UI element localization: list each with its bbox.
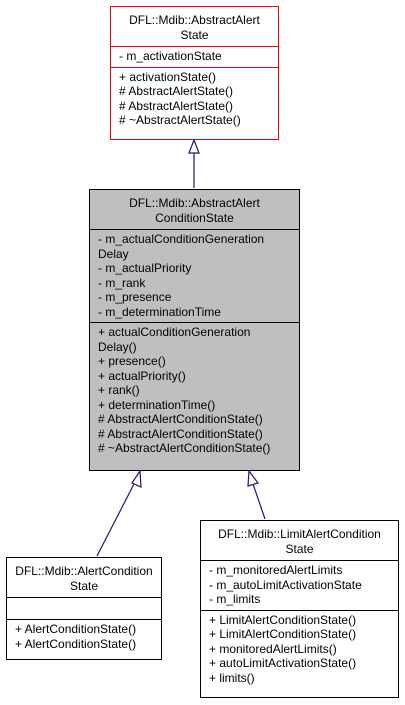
edge-alert-condition-to-base — [96, 483, 135, 557]
method: + monitoredAlertLimits() — [209, 641, 337, 656]
method: # ~AbstractAlertState() — [119, 113, 241, 127]
attributes-section: - m_actualConditionGeneration Delay - m_… — [90, 229, 299, 322]
method: + LimitAlertConditionState() — [209, 612, 357, 627]
attribute: - m_activationState — [119, 49, 222, 63]
class-title: DFL::Mdib::AlertCondition State — [7, 558, 161, 597]
method: + actualPriority() — [98, 368, 186, 383]
method: # AbstractAlertState() — [119, 98, 234, 113]
class-abstract-alert-state[interactable]: DFL::Mdib::AbstractAlert State - m_activ… — [110, 6, 279, 140]
class-limit-alert-condition-state[interactable]: DFL::Mdib::LimitAlertCondition State - m… — [200, 520, 399, 698]
method: + activationState() — [119, 69, 217, 84]
class-abstract-alert-condition-state[interactable]: DFL::Mdib::AbstractAlert ConditionState … — [89, 189, 300, 471]
method: + determinationTime() — [98, 397, 216, 412]
methods-section: + LimitAlertConditionState() + LimitAler… — [201, 609, 398, 689]
attribute: - m_autoLimitActivationState — [209, 577, 362, 592]
attributes-section: - m_monitoredAlertLimits - m_autoLimitAc… — [201, 560, 398, 610]
method: # AbstractAlertState() — [119, 84, 234, 98]
method: + actualConditionGeneration — [98, 325, 251, 339]
method: + AlertConditionState() — [15, 636, 137, 651]
title-line: ConditionState — [155, 210, 234, 225]
methods-section: + activationState() # AbstractAlertState… — [111, 66, 278, 131]
attributes-section: - m_activationState — [111, 46, 278, 67]
edge-arrowhead-alert-state — [188, 138, 200, 154]
method: + rank() — [98, 383, 140, 397]
attributes-section — [7, 597, 161, 619]
class-title: DFL::Mdib::AbstractAlert ConditionState — [90, 190, 299, 229]
title-line: DFL::Mdib::AlertCondition — [15, 564, 153, 578]
attribute: - m_monitoredAlertLimits — [209, 563, 343, 577]
class-title: DFL::Mdib::LimitAlertCondition State — [201, 521, 398, 560]
method: + AlertConditionState() — [15, 622, 137, 636]
attribute: - m_determinationTime — [98, 304, 221, 319]
method: + LimitAlertConditionState() — [209, 627, 357, 641]
attribute: Delay — [98, 246, 129, 261]
method: + autoLimitActivationState() — [209, 656, 357, 670]
attribute: - m_actualPriority — [98, 261, 192, 275]
methods-section: + actualConditionGeneration Delay() + pr… — [90, 322, 299, 459]
title-line: DFL::Mdib::AbstractAlert — [129, 196, 260, 210]
edge-arrowhead-alert-condition — [131, 469, 142, 488]
methods-section: + AlertConditionState() + AlertCondition… — [7, 619, 161, 654]
attribute: - m_presence — [98, 290, 172, 304]
class-title: DFL::Mdib::AbstractAlert State — [111, 7, 278, 46]
title-line: State — [69, 578, 99, 593]
edge-limit-condition-to-base — [252, 483, 266, 520]
title-line: State — [285, 541, 314, 556]
method: + limits() — [209, 670, 255, 685]
method: # AbstractAlertConditionState() — [98, 426, 263, 441]
method: Delay() — [98, 339, 137, 354]
attribute: - m_rank — [98, 275, 146, 290]
class-alert-condition-state[interactable]: DFL::Mdib::AlertCondition State + AlertC… — [6, 557, 162, 660]
title-line: DFL::Mdib::AbstractAlert — [129, 13, 260, 27]
method: # ~AbstractAlertConditionState() — [98, 441, 271, 455]
attribute: - m_limits — [209, 592, 261, 606]
attribute: - m_actualConditionGeneration — [98, 232, 265, 246]
method: # AbstractAlertConditionState() — [98, 412, 263, 426]
title-line: State — [180, 27, 209, 42]
edge-arrowhead-limit-condition — [247, 469, 259, 487]
method: + presence() — [98, 354, 166, 368]
title-line: DFL::Mdib::LimitAlertCondition — [218, 527, 381, 541]
